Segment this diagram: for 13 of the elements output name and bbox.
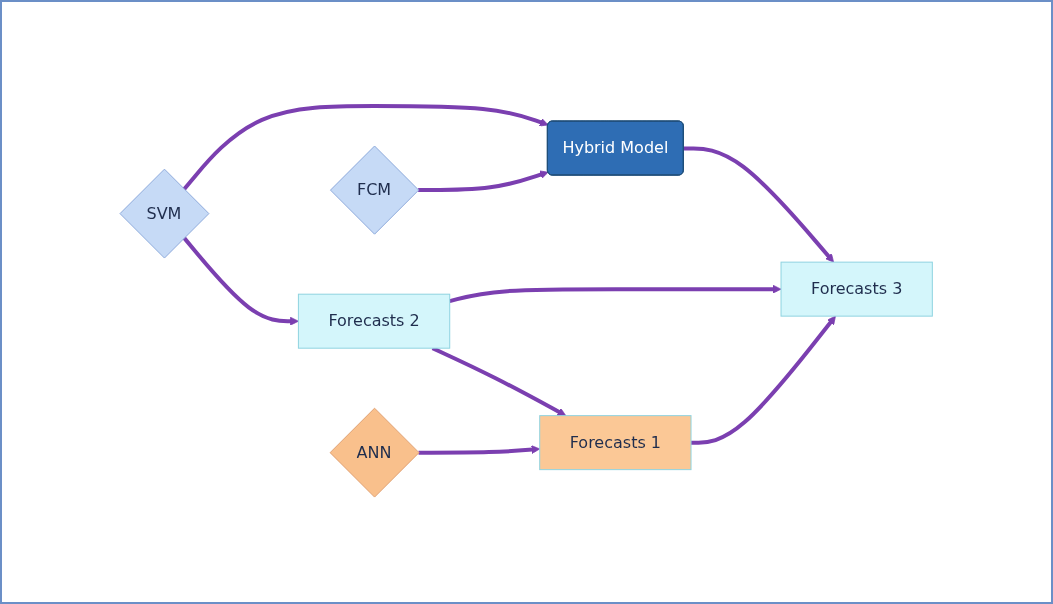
arrow: [182, 104, 549, 192]
arrow: [418, 445, 541, 456]
node-diamond: ANN: [329, 408, 420, 499]
arrow: [684, 146, 835, 263]
node-box: Forecasts 1: [539, 415, 692, 471]
node-diamond: SVM: [119, 169, 210, 259]
node-box: Forecasts 2: [298, 294, 451, 350]
arrow: [691, 316, 837, 446]
node-diamond: FCM: [330, 145, 420, 236]
arrow: [418, 170, 549, 193]
node-box: Forecasts 3: [780, 262, 934, 318]
arrow: [449, 285, 782, 304]
arrow: [182, 237, 300, 327]
